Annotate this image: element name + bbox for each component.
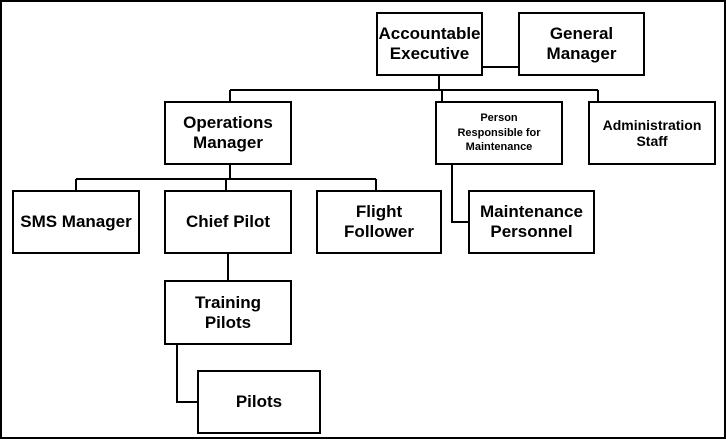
general-manager-box: General Manager — [518, 12, 645, 76]
person-responsible-maintenance-box: Person Responsible for Maintenance — [435, 101, 563, 165]
link-training-pilots — [176, 345, 197, 403]
flight-follower-box: Flight Follower — [316, 190, 442, 254]
chief-pilot-box: Chief Pilot — [164, 190, 292, 254]
maintenance-personnel-box: Maintenance Personnel — [468, 190, 595, 254]
administration-staff-box: Administration Staff — [588, 101, 716, 165]
operations-manager-box: Operations Manager — [164, 101, 292, 165]
pilots-box: Pilots — [197, 370, 321, 434]
sms-manager-box: SMS Manager — [12, 190, 140, 254]
training-pilots-box: Training Pilots — [164, 280, 292, 345]
accountable-executive-box: Accountable Executive — [376, 12, 483, 76]
link-prm-maint — [451, 165, 468, 223]
